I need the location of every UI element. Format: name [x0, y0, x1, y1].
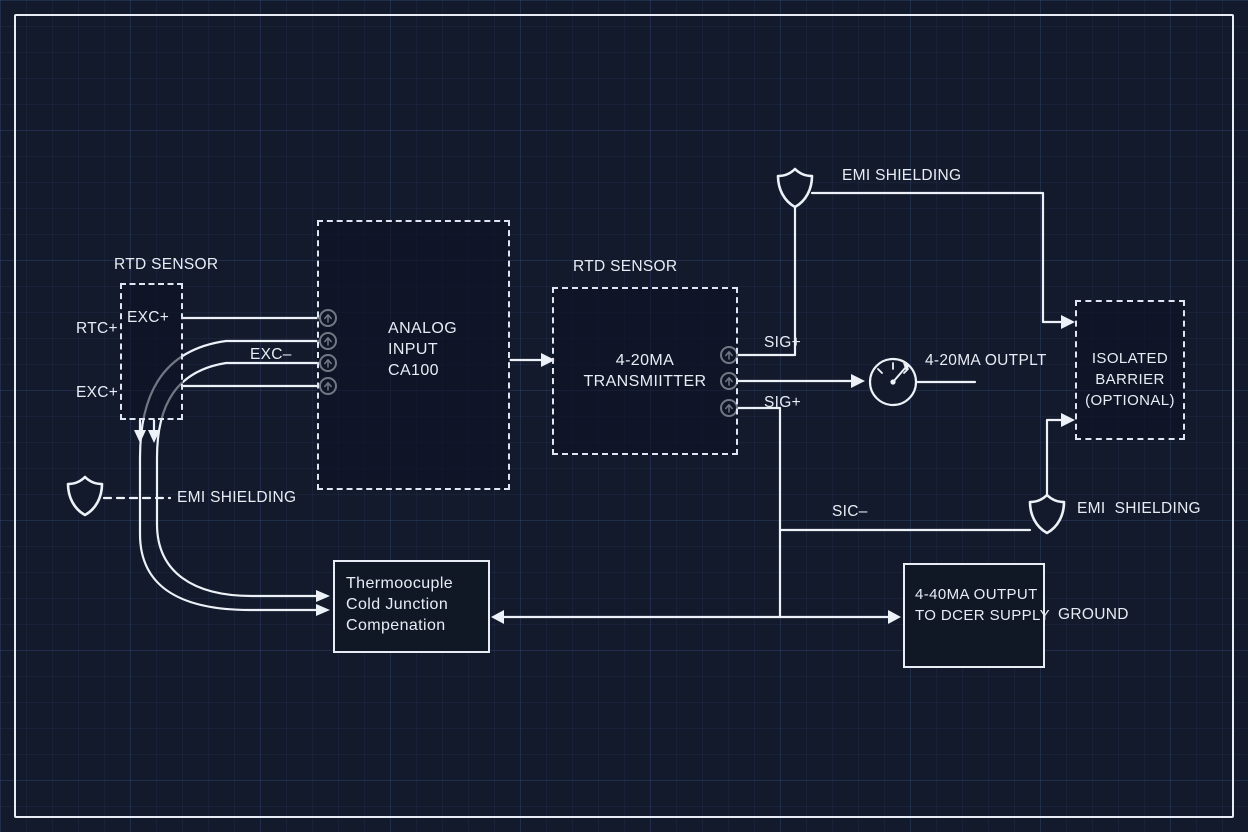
arrowhead-thermo-left [491, 610, 504, 624]
thermocouple-label: Thermoocuple Cold Junction Compenation [346, 573, 453, 636]
dc-supply-line1: 4-40MA OUTPUT [915, 586, 1038, 603]
pin-label-exc-plus-bottom: EXC+ [76, 384, 119, 401]
arrowhead-down-1 [134, 430, 146, 443]
barrier-line1: ISOLATED [1091, 350, 1169, 367]
pin-label-sic-minus: SIC– [832, 503, 868, 520]
isolated-barrier-box [1075, 300, 1185, 440]
arrowhead-gauge [851, 374, 865, 388]
arrowhead-supply-right [888, 610, 901, 624]
wire-shield-to-barrier [1045, 418, 1063, 498]
wire-curve-inner [155, 361, 318, 598]
analog-input-box [317, 220, 510, 490]
wire-emi-top-run [810, 191, 1063, 324]
analog-input-line2: INPUT [388, 341, 438, 358]
dc-supply-line2: TO DCER SUPPLY [915, 607, 1051, 624]
analog-input-line3: CA100 [388, 362, 439, 379]
arrowhead-down-2 [148, 430, 160, 443]
thermocouple-line3: Compenation [346, 617, 446, 634]
shield-icon-left [66, 475, 104, 517]
transmitter-box [552, 287, 738, 455]
shield-icon-bottom [1028, 493, 1066, 535]
dc-supply-label: 4-40MA OUTPUT TO DCER SUPPLY [915, 584, 1050, 626]
arrowhead-transmitter [541, 353, 555, 367]
wire-sig-plus-top [735, 206, 797, 357]
pin-label-rtc-plus: RTC+ [76, 320, 118, 337]
pin-label-exc-plus-top: EXC+ [127, 309, 170, 326]
arrowhead-curve-outer [316, 604, 330, 616]
pin-label-exc-minus: EXC– [250, 346, 292, 363]
isolated-barrier-label: ISOLATED BARRIER (OPTIONAL) [1078, 348, 1182, 411]
thermocouple-line1: Thermoocuple [346, 575, 454, 592]
output-label: 4-20MA OUTPLT [925, 352, 1047, 369]
emi-shielding-bottom-label: EMI SHIELDING [1077, 500, 1201, 517]
barrier-line2: BARRIER [1095, 371, 1165, 388]
transmitter-line2: TRANSMIITTER [583, 373, 707, 390]
transmitter-title: RTD SENSOR [573, 258, 678, 275]
analog-input-line1: ANALOG [388, 320, 458, 337]
thermocouple-line2: Cold Junction [346, 596, 449, 613]
thermocouple-box [333, 560, 490, 653]
barrier-line3: (OPTIONAL) [1085, 392, 1175, 409]
rtd-sensor-box [120, 283, 183, 420]
transmitter-line1: 4-20MA [615, 352, 675, 369]
emi-shielding-left-label: EMI SHIELDING [177, 489, 297, 506]
rtd-sensor-title: RTD SENSOR [114, 256, 219, 273]
analog-input-label: ANALOG INPUT CA100 [388, 318, 457, 381]
emi-shielding-top-label: EMI SHIELDING [842, 167, 962, 184]
pin-label-sig-plus-bottom: SIG+ [764, 394, 801, 411]
pin-label-sig-plus-top: SIG+ [764, 334, 801, 351]
transmitter-label: 4-20MA TRANSMIITTER [556, 350, 734, 392]
dc-supply-box [903, 563, 1045, 668]
arrowhead-curve-inner [316, 590, 330, 602]
wire-sig-plus-bottom [735, 406, 782, 619]
gauge-icon [868, 357, 918, 407]
shield-icon-top [776, 167, 814, 209]
arrowhead-barrier-bottom [1061, 413, 1075, 427]
ground-label: GROUND [1058, 606, 1129, 623]
arrowhead-barrier-top [1061, 315, 1075, 329]
